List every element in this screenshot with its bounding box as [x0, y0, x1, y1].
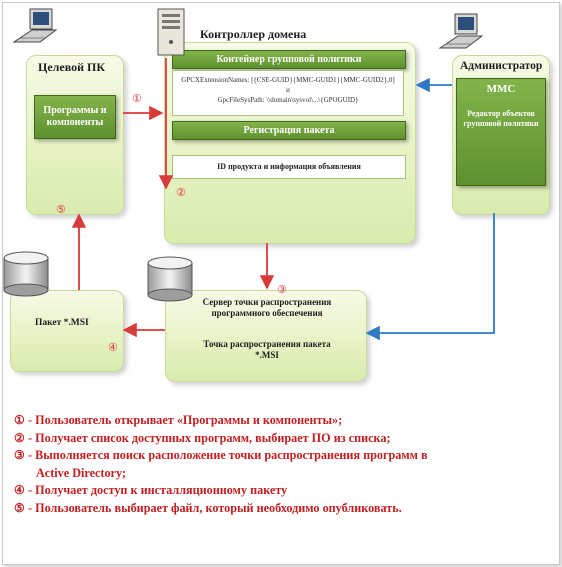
server-label: Сервер точки распространения программног…: [202, 297, 332, 318]
server-icon: [157, 8, 185, 56]
step-marker-5: ⑤: [56, 204, 66, 216]
step-marker-3: ③: [277, 284, 287, 296]
legend-item: ⑤ - Пользователь выбирает файл, который …: [14, 500, 402, 515]
legend-item: ③ - Выполняется поиск расположение точки…: [14, 448, 428, 462]
computer-icon: [12, 8, 58, 43]
package-msi-label: Пакет *.MSI: [35, 318, 89, 328]
database-icon: [3, 251, 49, 297]
legend: ① - Пользователь открывает «Программы и …: [14, 412, 544, 517]
package-registration: Регистрация пакета: [172, 121, 406, 140]
legend-item: ① - Пользователь открывает «Программы и …: [14, 413, 343, 427]
distribution-server-box: [165, 290, 367, 382]
mmc-label: MMC: [486, 83, 516, 95]
gpcx-info: GPCXExtensionNames: [{CSE-GUID}{MMC-GUID…: [172, 70, 404, 116]
step-marker-2: ②: [176, 187, 186, 199]
database-icon: [147, 256, 193, 302]
legend-item: Active Directory;: [36, 465, 127, 480]
package-msi-box: [10, 290, 124, 372]
legend-item: ② - Получает список доступных программ, …: [14, 430, 391, 445]
target-pc-title: Целевой ПК: [38, 60, 106, 74]
gpo-editor-label: Редактор объектов групповой политики: [463, 109, 539, 128]
programs-and-features: Программы и компоненты: [34, 95, 116, 139]
domain-controller-title: Контроллер домена: [200, 27, 307, 41]
arrow-mmc-to-server: [365, 213, 495, 341]
computer-icon: [438, 13, 484, 49]
administrator-title: Администратор: [460, 60, 543, 72]
gpo-container-header: Контейнер групповой политики: [172, 50, 406, 69]
product-id-info: ID продукта и информация объявления: [172, 155, 406, 179]
distribution-point-label: Точка распространения пакета *.MSI: [203, 339, 331, 360]
legend-item: ④ - Получает доступ к инсталляционному п…: [14, 483, 288, 497]
step-marker-1: ①: [132, 93, 142, 105]
step-marker-4: ④: [108, 342, 118, 354]
mmc-box: MMC Редактор объектов групповой политики: [456, 78, 546, 186]
